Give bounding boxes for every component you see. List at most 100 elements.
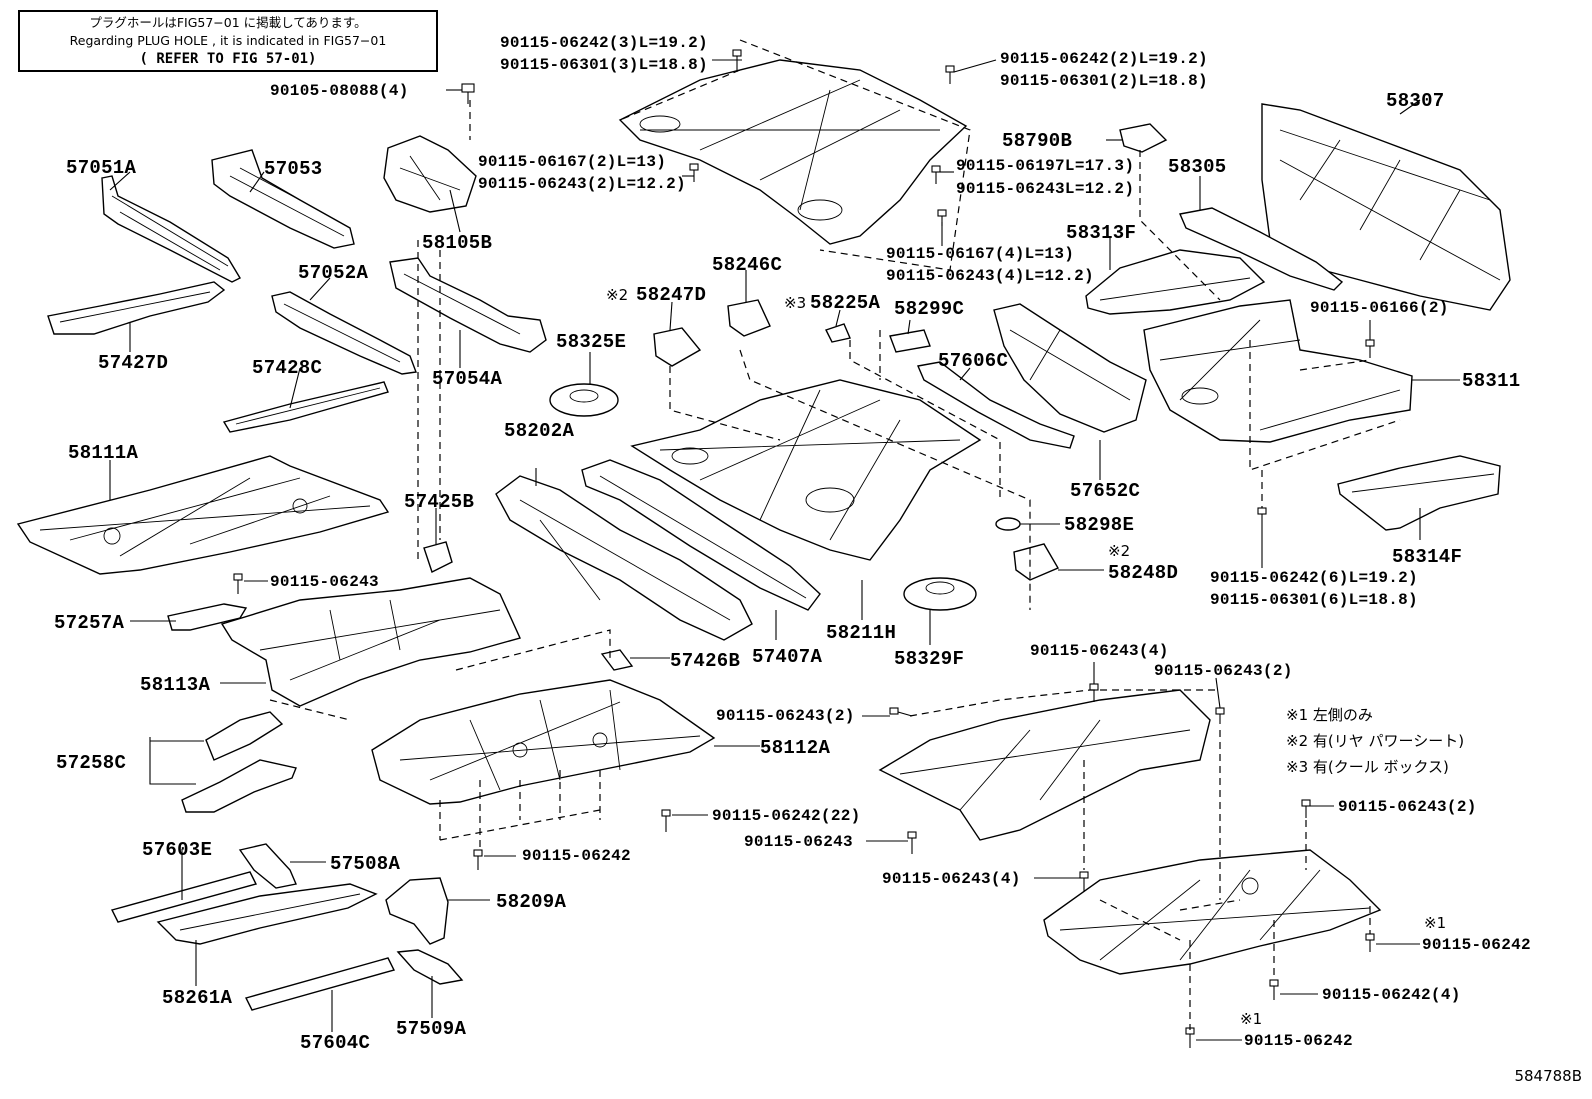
label-57051A: 57051A — [66, 157, 137, 179]
label-58111A: 58111A — [68, 442, 139, 464]
part-58111A-shape — [16, 455, 390, 575]
label-57407A: 57407A — [752, 646, 823, 668]
label-bolt-4: 90115-06301(2)L=18.8) — [1000, 72, 1208, 90]
label-57652C: 57652C — [1070, 480, 1141, 502]
part-57604C-shape — [244, 957, 396, 1011]
part-58305-shape — [1179, 207, 1344, 291]
part-58790B-shape — [1119, 123, 1168, 153]
label-bolt-19: 90115-06242(22) — [712, 807, 861, 825]
label-bolt-12: 90115-06166(2) — [1310, 299, 1449, 317]
label-bolt-6: 90115-06167(2)L=13) — [478, 153, 667, 171]
label-58311: 58311 — [1462, 370, 1521, 392]
label-bolt-1: 90115-06242(3)L=19.2) — [500, 34, 708, 52]
label-bolt-25: 90115-06242(4) — [1322, 986, 1461, 1004]
part-57508A-shape — [238, 843, 297, 889]
label-58209A: 58209A — [496, 891, 567, 913]
part-57652C-shape — [993, 303, 1147, 433]
label-58248D: 58248D — [1108, 562, 1179, 584]
part-57054A-shape — [389, 257, 547, 353]
note-line-en: Regarding PLUG HOLE , it is indicated in… — [69, 33, 387, 48]
label-57054A: 57054A — [432, 368, 503, 390]
label-57604C: 57604C — [300, 1032, 371, 1054]
label-58247D: 58247D — [636, 284, 707, 306]
label-58225A: 58225A — [810, 292, 881, 314]
label-57603E: 57603E — [142, 839, 213, 861]
mark-2-a: ※2 — [606, 286, 629, 304]
part-57407A-shape — [581, 459, 821, 611]
label-bolt-2: 90115-06301(3)L=18.8) — [500, 56, 708, 74]
label-58298E: 58298E — [1064, 514, 1135, 536]
label-57427D: 57427D — [98, 352, 169, 374]
part-58113A-shape — [220, 577, 521, 707]
part-57258C-shape — [181, 711, 297, 813]
label-57428C: 57428C — [252, 357, 323, 379]
part-57426B-shape — [600, 649, 634, 671]
part-57052A-shape — [271, 291, 417, 375]
part-center-floor-shape — [878, 689, 1211, 841]
part-58314F-shape — [1337, 455, 1501, 531]
part-57051A-shape — [101, 175, 241, 283]
mark-1-b: ※1 — [1240, 1010, 1263, 1028]
part-upper-floor-shape — [618, 59, 968, 245]
part-57509A-shape — [396, 949, 464, 985]
part-58246C-shape — [727, 299, 771, 337]
label-58313F: 58313F — [1066, 222, 1137, 244]
part-58313F-shape — [1085, 249, 1266, 315]
mark-3: ※3 — [784, 294, 807, 312]
label-58261A: 58261A — [162, 987, 233, 1009]
bolt-icons — [233, 49, 1375, 1048]
label-57052A: 57052A — [298, 262, 369, 284]
label-bolt-22: 90115-06243(4) — [882, 870, 1021, 888]
legend-item-1: ※1 左側のみ — [1286, 706, 1373, 724]
label-58790B: 58790B — [1002, 130, 1073, 152]
part-57427D-shape — [47, 281, 226, 335]
mark-2-b: ※2 — [1108, 542, 1131, 560]
part-58105B-shape — [383, 135, 477, 213]
label-bolt-24: 90115-06242 — [1422, 936, 1531, 954]
part-58298E-shape — [995, 517, 1021, 531]
part-lower-right-floor-shape — [1043, 849, 1382, 975]
part-58261A-shape — [156, 883, 378, 945]
label-57509A: 57509A — [396, 1018, 467, 1040]
part-57428C-shape — [222, 381, 389, 433]
part-58311-shape — [1143, 299, 1413, 443]
note-line-ref: ( REFER TO FIG 57-01) — [139, 51, 317, 67]
label-58305: 58305 — [1168, 156, 1227, 178]
label-bolt-13: 90115-06242(6)L=19.2) — [1210, 569, 1418, 587]
mark-1-a: ※1 — [1424, 914, 1447, 932]
part-58112A-shape — [371, 679, 716, 805]
label-bolt-21: 90115-06242 — [522, 847, 631, 865]
label-57508A: 57508A — [330, 853, 401, 875]
part-58247D-shape — [653, 327, 702, 367]
part-58209A-shape — [385, 877, 449, 945]
label-57053: 57053 — [264, 158, 323, 180]
label-bolt-7: 90115-06243(2)L=12.2) — [478, 175, 686, 193]
label-bolt-16: 90115-06243(4) — [1030, 642, 1169, 660]
label-bolt-14: 90115-06301(6)L=18.8) — [1210, 591, 1418, 609]
part-58202A-shape — [495, 475, 753, 641]
label-58105B: 58105B — [422, 232, 493, 254]
part-58248D-shape — [1013, 543, 1060, 581]
label-bolt-23: 90115-06243(2) — [1338, 798, 1477, 816]
label-58113A: 58113A — [140, 674, 211, 696]
label-bolt-11: 90115-06243(4)L=12.2) — [886, 267, 1094, 285]
note-line-jp: プラグホールはFIG57−01 に掲載してあります。 — [89, 15, 367, 30]
legend-item-2: ※2 有(リヤ パワーシート) — [1286, 732, 1465, 750]
label-58329F: 58329F — [894, 648, 965, 670]
part-57053-shape — [211, 149, 355, 249]
figure-id: 584788B — [1514, 1067, 1582, 1085]
label-58202A: 58202A — [504, 420, 575, 442]
label-57258C: 57258C — [56, 752, 127, 774]
part-57425B-shape — [423, 541, 453, 573]
part-58329F-shape — [903, 577, 977, 611]
label-58314F: 58314F — [1392, 546, 1463, 568]
label-bolt-8: 90115-06197L=17.3) — [956, 157, 1135, 175]
part-58225A-shape — [825, 323, 851, 343]
label-bolt-18: 90115-06243(2) — [716, 707, 855, 725]
label-57425B: 57425B — [404, 491, 475, 513]
label-58299C: 58299C — [894, 298, 965, 320]
leader-lines — [109, 59, 1460, 1041]
part-57606C-shape — [917, 361, 1075, 449]
part-57603E-shape — [110, 871, 258, 923]
